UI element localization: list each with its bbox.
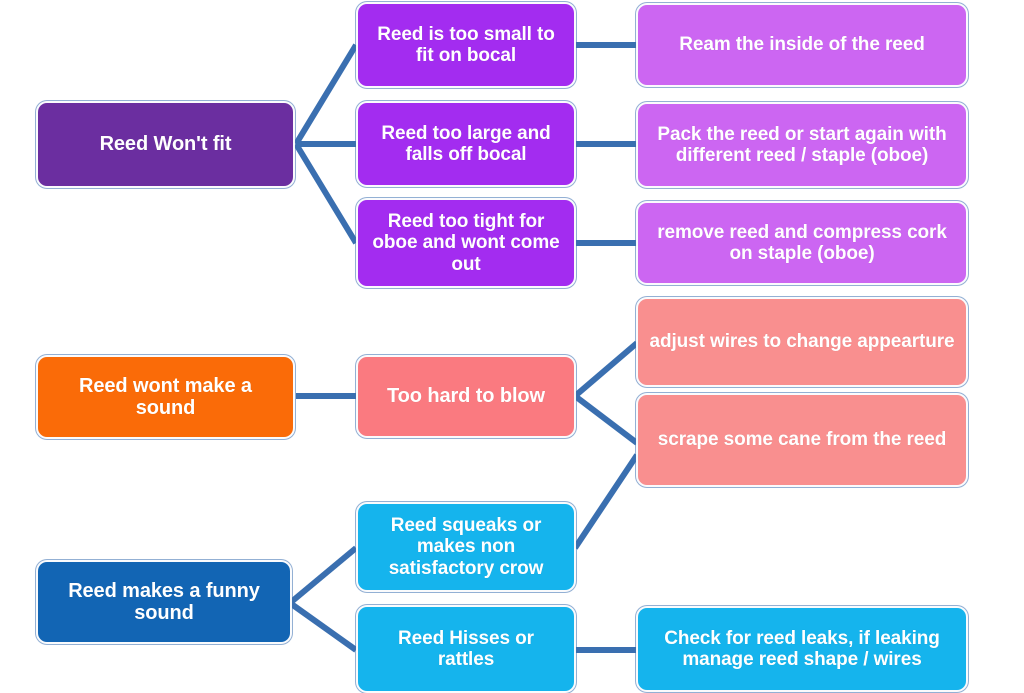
connector-p3-s6 bbox=[288, 600, 358, 653]
problem-node-label: Reed wont make a sound bbox=[79, 374, 252, 419]
symptom-node-reed-too-small[interactable]: Reed is too small to fit on bocal bbox=[358, 4, 574, 86]
solution-node-label: adjust wires to change appearture bbox=[649, 331, 955, 353]
problem-node-reed-funny-sound[interactable]: Reed makes a funny sound bbox=[38, 562, 290, 642]
connector-s4-a5 bbox=[573, 393, 639, 446]
problem-node-label: Reed Won't fit bbox=[99, 133, 232, 156]
problem-node-label: Reed makes a funny sound bbox=[68, 579, 260, 624]
symptom-node-reed-squeaks[interactable]: Reed squeaks or makes non satisfactory c… bbox=[358, 504, 574, 590]
symptom-node-reed-too-large[interactable]: Reed too large and falls off bocal bbox=[358, 103, 574, 185]
symptom-node-label: Reed Hisses or rattles bbox=[398, 627, 534, 670]
solution-node-label: Ream the inside of the reed bbox=[679, 34, 925, 56]
solution-node-compress-cork[interactable]: remove reed and compress cork on staple … bbox=[638, 203, 966, 283]
solution-node-pack-reed[interactable]: Pack the reed or start again with differ… bbox=[638, 104, 966, 186]
problem-node-reed-wont-make-sound[interactable]: Reed wont make a sound bbox=[38, 357, 293, 437]
solution-node-adjust-wires[interactable]: adjust wires to change appearture bbox=[638, 299, 966, 385]
solution-node-check-leaks[interactable]: Check for reed leaks, if leaking manage … bbox=[638, 608, 966, 690]
connector-p1-s1 bbox=[293, 43, 359, 146]
connector-s4-a4 bbox=[573, 340, 639, 399]
solution-node-ream-inside[interactable]: Ream the inside of the reed bbox=[638, 5, 966, 85]
symptom-node-label: Reed too tight for oboe and wont come ou… bbox=[372, 211, 560, 275]
connector-s5-a5 bbox=[572, 453, 640, 550]
solution-node-scrape-cane[interactable]: scrape some cane from the reed bbox=[638, 395, 966, 485]
connector-p3-s5 bbox=[288, 545, 358, 606]
symptom-node-label: Reed too large and falls off bocal bbox=[381, 122, 551, 165]
solution-node-label: remove reed and compress cork on staple … bbox=[657, 221, 947, 264]
problem-node-reed-wont-fit[interactable]: Reed Won't fit bbox=[38, 103, 293, 186]
symptom-node-too-hard-to-blow[interactable]: Too hard to blow bbox=[358, 357, 574, 436]
solution-node-label: scrape some cane from the reed bbox=[657, 429, 947, 451]
solution-node-label: Check for reed leaks, if leaking manage … bbox=[664, 627, 940, 670]
symptom-node-reed-too-tight[interactable]: Reed too tight for oboe and wont come ou… bbox=[358, 200, 574, 286]
symptom-node-label: Reed squeaks or makes non satisfactory c… bbox=[388, 515, 544, 579]
connector-p1-s3 bbox=[293, 142, 359, 245]
solution-node-label: Pack the reed or start again with differ… bbox=[657, 123, 947, 166]
symptom-node-reed-hisses[interactable]: Reed Hisses or rattles bbox=[358, 607, 574, 691]
symptom-node-label: Too hard to blow bbox=[387, 385, 545, 408]
symptom-node-label: Reed is too small to fit on bocal bbox=[377, 23, 555, 66]
